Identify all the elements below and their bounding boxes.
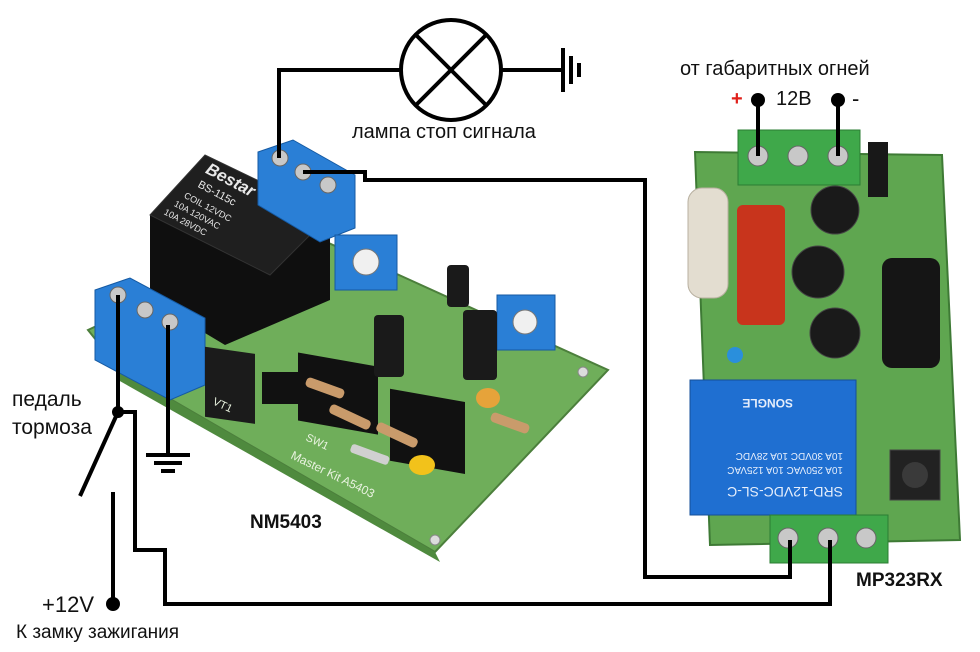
songle-relay-print: SRD-12VDC-SL-C 10A 250VAC 10A 125VAC 10A… <box>727 396 843 500</box>
plus-sign: + <box>731 88 743 110</box>
board2-name: MP323RX <box>856 570 943 591</box>
ceramic-capacitor <box>409 455 435 475</box>
diode <box>350 444 390 465</box>
trimmer-pot-knob <box>352 248 380 276</box>
brake-pedal-label-line1: педаль <box>12 388 82 411</box>
terminal-screw <box>136 301 154 319</box>
electrolytic-capacitor <box>463 310 497 380</box>
jumper-sw1 <box>262 372 302 404</box>
nm5403-board: Bestar BS-115c COIL 12VDC 10A 120VAC 10A… <box>86 139 610 562</box>
nm5403-pcb-edge <box>118 370 440 562</box>
relay2-rating1: 10A 250VAC 10A 125VAC <box>727 464 843 475</box>
plus12v-label: +12V <box>42 592 94 617</box>
board1-name: NM5403 <box>250 512 322 533</box>
antenna-coil <box>882 258 940 368</box>
ground-symbol-lamp <box>561 48 581 92</box>
minus-sign: - <box>852 86 860 111</box>
ceramic-capacitor <box>476 388 500 408</box>
push-button-cap <box>902 462 928 488</box>
pedal-switch-lever <box>78 411 120 497</box>
voltage-12v-label: 12В <box>776 88 812 110</box>
junction-dot-minus <box>831 93 845 107</box>
terminal-screw <box>319 176 337 194</box>
nm5403-mount-hole <box>577 366 589 378</box>
ignition-label: К замку зажигания <box>16 622 180 643</box>
wire-nm5403-to-mp323rx <box>303 170 792 579</box>
electrolytic-capacitor <box>791 245 845 299</box>
ic-chip <box>390 388 465 474</box>
resistor <box>376 422 418 448</box>
mp323rx-board: SRD-12VDC-SL-C 10A 250VAC 10A 125VAC 10A… <box>687 129 962 564</box>
lamp-label: лампа стоп сигнала <box>352 121 536 143</box>
ground-symbol-nm5403 <box>146 453 190 473</box>
wire-lamp-to-nm5403 <box>277 68 401 158</box>
resistor <box>329 404 371 430</box>
electrolytic-capacitor <box>810 185 860 235</box>
junction-dot-plus <box>751 93 765 107</box>
transistor-vt1 <box>205 346 255 424</box>
electrolytic-capacitor <box>809 307 861 359</box>
junction-dot <box>112 406 124 418</box>
terminal-screw <box>787 145 809 167</box>
songle-relay <box>689 379 857 516</box>
wires <box>78 68 840 606</box>
electrolytic-capacitor <box>374 315 404 377</box>
resistor <box>305 377 345 399</box>
relay2-brand: SONGLE <box>742 396 793 410</box>
parking-lights-label: от габаритных огней <box>680 58 870 80</box>
film-capacitor <box>737 205 785 325</box>
resistor <box>490 412 530 434</box>
led-indicator <box>727 347 743 363</box>
trimmer-pot <box>496 294 556 351</box>
pin-header <box>868 142 888 197</box>
electrolytic-capacitor <box>447 265 469 307</box>
junction-dot-12v <box>106 597 120 611</box>
brake-pedal-label-line2: тормоза <box>12 416 92 439</box>
relay2-model: SRD-12VDC-SL-C <box>727 484 843 500</box>
terminal-screw <box>855 527 877 549</box>
nm5403-mount-hole <box>429 534 441 546</box>
lamp-cross <box>414 33 488 107</box>
power-resistor <box>687 187 729 299</box>
wire-pedal-to-mp323rx <box>118 410 832 606</box>
lamp-symbol <box>399 18 503 122</box>
relay2-rating2: 10A 30VDC 10A 28VDC <box>736 450 843 461</box>
trimmer-pot-knob <box>512 309 538 335</box>
